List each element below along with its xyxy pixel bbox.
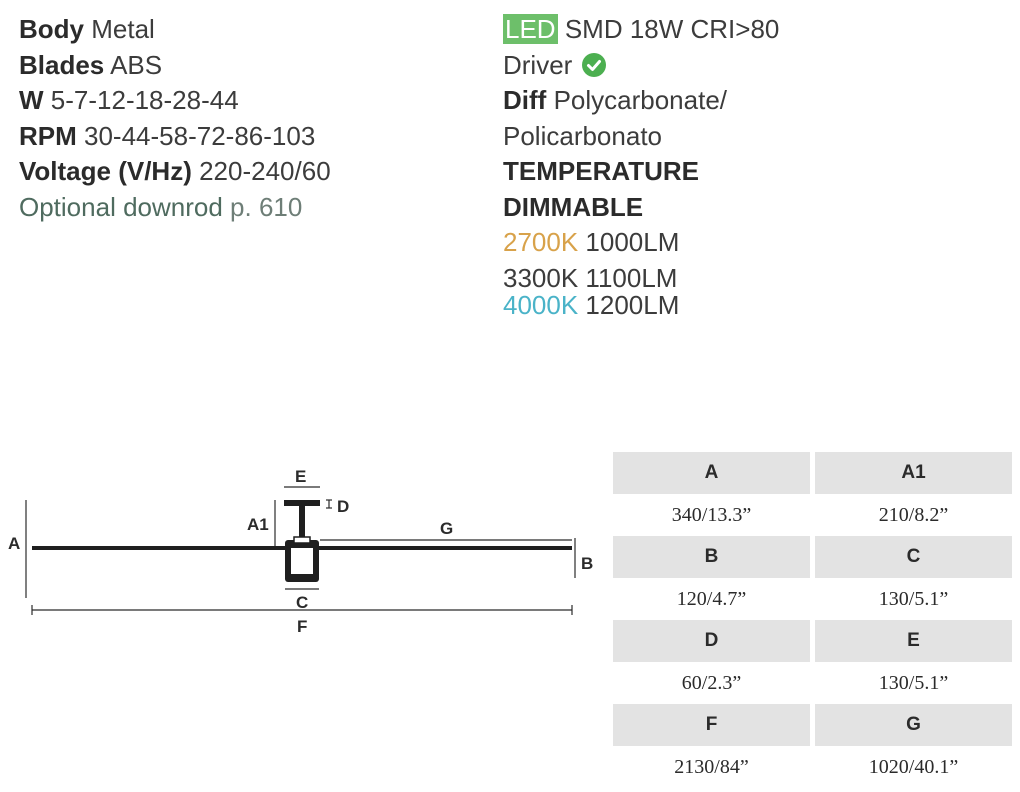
table-cell: 2130/84” [674,755,749,778]
dim-label-b: B [581,554,593,573]
spec-value: Metal [91,14,155,44]
table-header-row: B C [613,536,1017,578]
table-header: F [613,704,810,746]
temp-lumen: 1000LM [585,227,680,257]
table-row: 340/13.3” 210/8.2” [613,494,1017,536]
temp-row: 3300K 1100LM [503,261,779,297]
spec-label: W [19,85,44,115]
spec-temperature: TEMPERATURE [503,156,699,186]
fan-dimension-diagram: A E D A1 C G B F [8,467,593,636]
table-header-row: F G [613,704,1017,746]
dim-label-d: D [337,497,349,516]
fan-downrod [299,506,305,540]
dim-label-a1: A1 [247,515,269,534]
temp-row-clipped: 4000K 1200LM [503,288,779,320]
spec-diff-cont: Policarbonato [503,119,779,155]
spec-list-right: LED SMD 18W CRI>80 Driver Diff Polycarbo… [503,12,779,320]
table-cell: 60/2.3” [681,671,742,694]
led-highlight: LED [503,14,558,44]
table-header: C [815,536,1012,578]
spec-label: Voltage (V/Hz) [19,156,192,186]
spec-label: Optional downrod [19,191,223,222]
table-header-row: A A1 [613,452,1017,494]
spec-voltage: Voltage (V/Hz) 220-240/60 [19,154,331,190]
spec-label: Body [19,14,84,44]
spec-value: SMD 18W CRI>80 [564,14,780,44]
temp-kelvin: 4000K [503,290,579,320]
spec-list-left: Body Metal Blades ABS W 5-7-12-18-28-44 … [19,12,331,225]
table-row: 60/2.3” 130/5.1” [613,662,1017,704]
table-cell: 340/13.3” [671,503,752,526]
spec-dimmable: DIMMABLE [503,191,644,222]
dimensions-table: A A1 340/13.3” 210/8.2” B C 120/4.7” 130… [613,452,1017,788]
spec-value: 5-7-12-18-28-44 [50,85,239,115]
spec-page-ref: p. 610 [230,191,303,222]
table-header-row: D E [613,620,1017,662]
spec-body: Body Metal [19,12,331,48]
spec-value: 30-44-58-72-86-103 [84,120,316,151]
spec-driver: Driver [503,48,779,84]
dim-label-a: A [8,534,20,553]
spec-label: Diff [503,85,547,115]
dim-label-f: F [297,617,307,636]
spec-rpm: RPM 30-44-58-72-86-103 [19,119,331,155]
check-circle-icon [581,52,606,77]
spec-label: Blades [19,49,105,80]
table-header: B [613,536,810,578]
spec-value: Policarbonato [503,120,662,151]
spec-label: RPM [19,120,77,151]
table-header: G [815,704,1012,746]
table-cell: 210/8.2” [878,503,949,526]
table-row: 120/4.7” 130/5.1” [613,578,1017,620]
fan-canopy [284,500,320,506]
table-cell: 120/4.7” [676,587,747,610]
spec-led: LED SMD 18W CRI>80 [503,12,779,48]
temp-lumen: 1100LM [585,262,678,293]
table-header: E [815,620,1012,662]
table-cell: 130/5.1” [878,671,949,694]
spec-value: 220-240/60 [199,156,331,186]
temp-lumen: 1200LM [585,290,680,320]
table-header: A [613,452,810,494]
table-row: 2130/84” 1020/40.1” [613,746,1017,788]
spec-value: ABS [110,49,163,80]
spec-blades: Blades ABS [19,48,331,84]
spec-value: Polycarbonate/ [553,85,728,115]
table-header: D [613,620,810,662]
temp-kelvin: 3300K [503,262,579,293]
dim-label-g: G [440,519,453,538]
table-cell: 130/5.1” [878,587,949,610]
table-cell: 1020/40.1” [868,755,959,778]
temp-kelvin: 2700K [503,227,579,257]
spec-watts: W 5-7-12-18-28-44 [19,83,331,119]
dim-label-e: E [295,467,306,486]
dim-label-c: C [296,593,308,612]
spec-diff: Diff Polycarbonate/ [503,83,779,119]
temp-row: 2700K 1000LM [503,225,779,261]
spec-label: Driver [503,49,573,80]
spec-downrod[interactable]: Optional downrod p. 610 [19,190,331,226]
table-header: A1 [815,452,1012,494]
